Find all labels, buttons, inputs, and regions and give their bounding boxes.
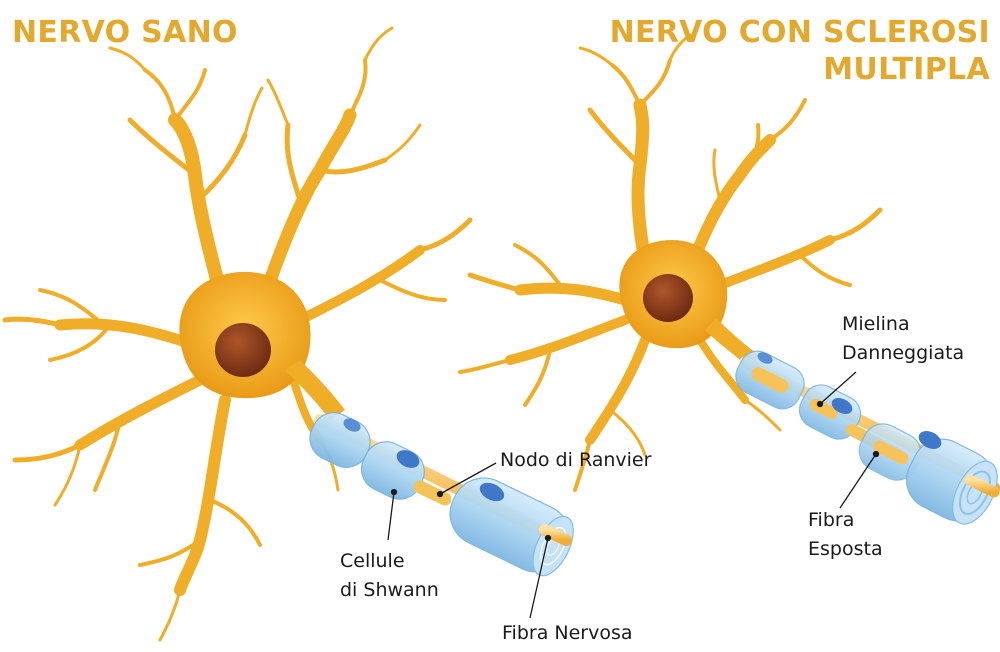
- healthy-callouts: [387, 462, 552, 619]
- healthy-nucleus: [215, 323, 271, 377]
- leader-fibra-esposta: [839, 453, 877, 509]
- label-fibra-esposta: Fibra Esposta: [808, 506, 883, 564]
- leader-mielina-danneggiata: [819, 371, 857, 405]
- leader-fibra-nervosa: [529, 537, 549, 619]
- title-ms-line-1: NERVO CON SCLEROSI: [609, 15, 990, 50]
- label-mielina-line-1: Mielina: [842, 313, 910, 335]
- ms-axon: [735, 350, 1000, 525]
- title-ms-line-2: MULTIPLA: [823, 52, 990, 87]
- label-cellule-shwann-line-2: di Shwann: [340, 579, 439, 601]
- leader-nodo-ranvier: [439, 462, 497, 495]
- label-cellule-shwann: Cellule di Shwann: [340, 547, 439, 605]
- label-mielina-line-2: Danneggiata: [842, 342, 965, 364]
- ms-nucleus: [643, 274, 693, 322]
- label-fibra-esposta-line-1: Fibra: [808, 509, 855, 531]
- title-ms-nerve: NERVO CON SCLEROSI MULTIPLA: [610, 14, 990, 88]
- ms-callouts: [816, 371, 880, 509]
- label-cellule-shwann-line-1: Cellule: [340, 550, 405, 572]
- label-fibra-esposta-line-2: Esposta: [808, 538, 883, 560]
- title-healthy-nerve: NERVO SANO: [12, 15, 238, 50]
- label-mielina-danneggiata: Mielina Danneggiata: [842, 310, 964, 368]
- healthy-neuron: [2, 26, 473, 642]
- leader-cellule-shwann: [387, 491, 395, 541]
- label-nodo-ranvier: Nodo di Ranvier: [500, 449, 652, 471]
- ms-neuron: [458, 33, 883, 492]
- label-fibra-nervosa: Fibra Nervosa: [502, 622, 633, 644]
- healthy-axon: [309, 412, 574, 577]
